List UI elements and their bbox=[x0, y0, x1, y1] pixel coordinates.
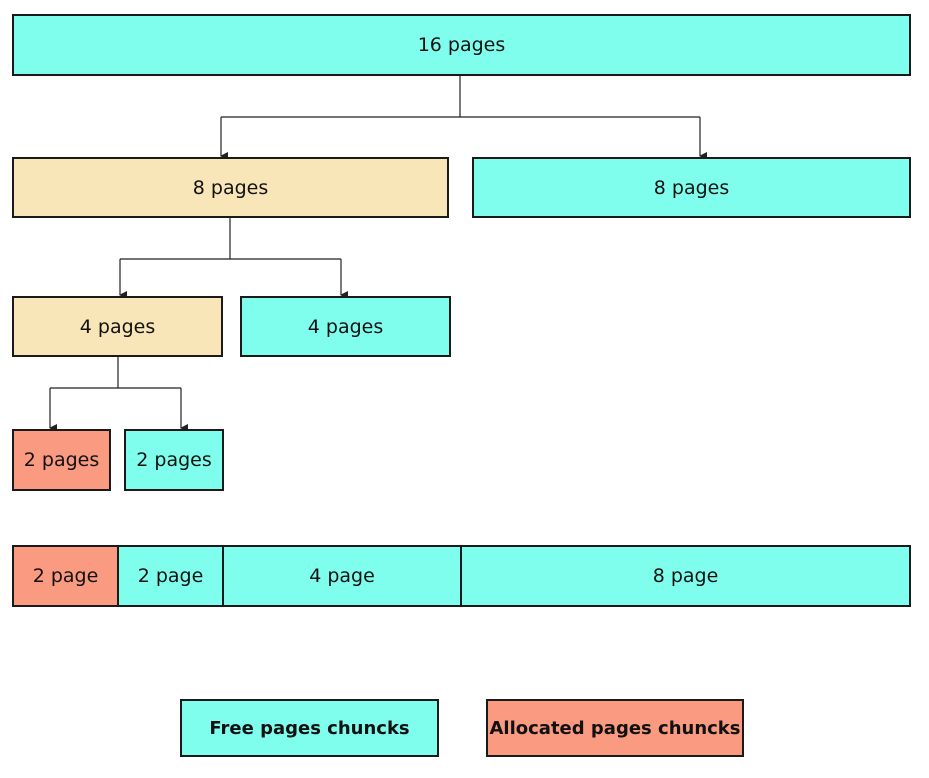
memory-segment-label: 2 page bbox=[32, 565, 99, 587]
level3-block-right: 2 pages bbox=[124, 429, 224, 491]
memory-segment-label: 4 page bbox=[309, 565, 375, 587]
root-block-label: 16 pages bbox=[417, 34, 506, 56]
memory-segment-4-free: 4 page bbox=[222, 545, 462, 607]
root-block: 16 pages bbox=[12, 14, 911, 76]
level1-left-label: 8 pages bbox=[192, 176, 269, 199]
level2-block-right: 4 pages bbox=[240, 296, 451, 357]
memory-segment-2-free: 2 page bbox=[117, 545, 224, 607]
legend-free-label: Free pages chuncks bbox=[209, 717, 410, 739]
memory-segment-label: 8 page bbox=[652, 565, 719, 587]
level3-left-label: 2 pages bbox=[23, 449, 100, 471]
level2-right-label: 4 pages bbox=[307, 315, 384, 338]
memory-segment-2-allocated: 2 page bbox=[12, 545, 119, 607]
level1-block-left: 8 pages bbox=[12, 157, 449, 218]
legend-allocated: Allocated pages chuncks bbox=[486, 699, 744, 757]
level1-block-right: 8 pages bbox=[472, 157, 911, 218]
level2-block-left: 4 pages bbox=[12, 296, 223, 357]
level3-right-label: 2 pages bbox=[136, 449, 212, 471]
legend-free: Free pages chuncks bbox=[180, 699, 439, 757]
legend-allocated-label: Allocated pages chuncks bbox=[489, 717, 741, 739]
level2-left-label: 4 pages bbox=[79, 315, 156, 338]
level1-right-label: 8 pages bbox=[653, 176, 730, 199]
memory-segment-8-free: 8 page bbox=[460, 545, 911, 607]
level3-block-left: 2 pages bbox=[12, 429, 111, 491]
memory-segment-label: 2 page bbox=[137, 565, 204, 587]
